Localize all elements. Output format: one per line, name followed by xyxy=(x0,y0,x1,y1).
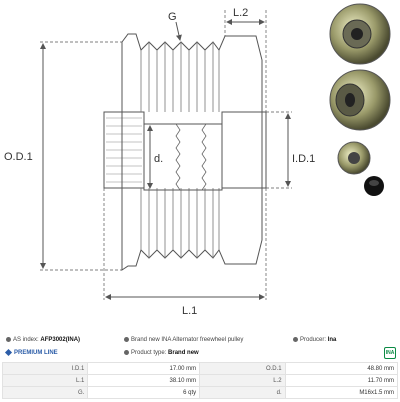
label-g: G xyxy=(168,11,177,23)
spec-key: d. xyxy=(199,386,286,399)
table-row: L.1 38.10 mm L.2 11.70 mm xyxy=(1,374,399,387)
spec-value: 6 qty xyxy=(87,386,201,399)
pulley-angled-view xyxy=(329,69,391,131)
info-icon xyxy=(6,336,11,342)
product-type: Product type: Brand new xyxy=(124,347,199,360)
spec-key: L.2 xyxy=(199,374,286,387)
product-type-value: Brand new xyxy=(168,350,199,356)
producer: Producer: Ina xyxy=(293,334,336,347)
spec-table: I.D.1 17.00 mm O.D.1 48.80 mm L.1 38.10 … xyxy=(1,362,399,399)
ina-logo: INA xyxy=(384,347,396,359)
pulley-cap xyxy=(364,176,384,196)
right-shoulder xyxy=(221,111,263,189)
spec-value: 17.00 mm xyxy=(87,362,201,375)
table-row: G. 6 qty d. M16x1.5 mm xyxy=(1,386,399,399)
producer-value: Ina xyxy=(327,337,337,343)
g-pointer xyxy=(175,21,182,41)
thread-left xyxy=(175,123,181,191)
info-icon xyxy=(124,349,129,355)
technical-drawing: G L.2 O.D.1 I.D.1 d. L.1 xyxy=(4,7,315,317)
spec-key: I.D.1 xyxy=(1,362,89,375)
table-row: I.D.1 17.00 mm O.D.1 48.80 mm xyxy=(1,362,399,375)
spec-value: 48.80 mm xyxy=(284,362,399,375)
pulley-side-view xyxy=(337,141,371,175)
spec-key: G. xyxy=(1,386,89,399)
label-id1: I.D.1 xyxy=(292,153,315,165)
photo-strip xyxy=(329,3,391,196)
spec-value: 38.10 mm xyxy=(87,374,201,387)
pulley-front-view xyxy=(329,3,391,65)
premium-line-badge: PREMIUM LINE xyxy=(4,347,58,360)
groove-lines xyxy=(140,42,220,258)
pulley-drawing: G L.2 O.D.1 I.D.1 d. L.1 xyxy=(4,7,315,317)
label-l1: L.1 xyxy=(182,305,197,317)
spec-value: M16x1.5 mm xyxy=(284,386,399,399)
description: Brand new INA Alternator freewheel pulle… xyxy=(124,334,243,347)
diamond-icon xyxy=(4,348,13,356)
spec-value: 11.70 mm xyxy=(284,374,399,387)
label-l2: L.2 xyxy=(233,7,248,19)
info-row-1: AS index: AFP3002(INA) Brand new INA Alt… xyxy=(0,334,400,347)
spec-key: L.1 xyxy=(1,374,89,387)
info-icon xyxy=(124,336,129,342)
info-row-2: PREMIUM LINE Product type: Brand new INA xyxy=(0,347,400,360)
label-d: d. xyxy=(154,153,163,165)
info-icon xyxy=(293,336,298,342)
product-info: AS index: AFP3002(INA) Brand new INA Alt… xyxy=(0,334,400,360)
label-od1: O.D.1 xyxy=(4,151,33,163)
as-index-value: AFP3002(INA) xyxy=(40,337,81,343)
spec-key: O.D.1 xyxy=(199,362,286,375)
product-photos xyxy=(320,0,400,220)
knurl-pattern xyxy=(106,117,142,183)
as-index: AS index: AFP3002(INA) xyxy=(6,334,80,347)
thread-right xyxy=(201,123,207,191)
